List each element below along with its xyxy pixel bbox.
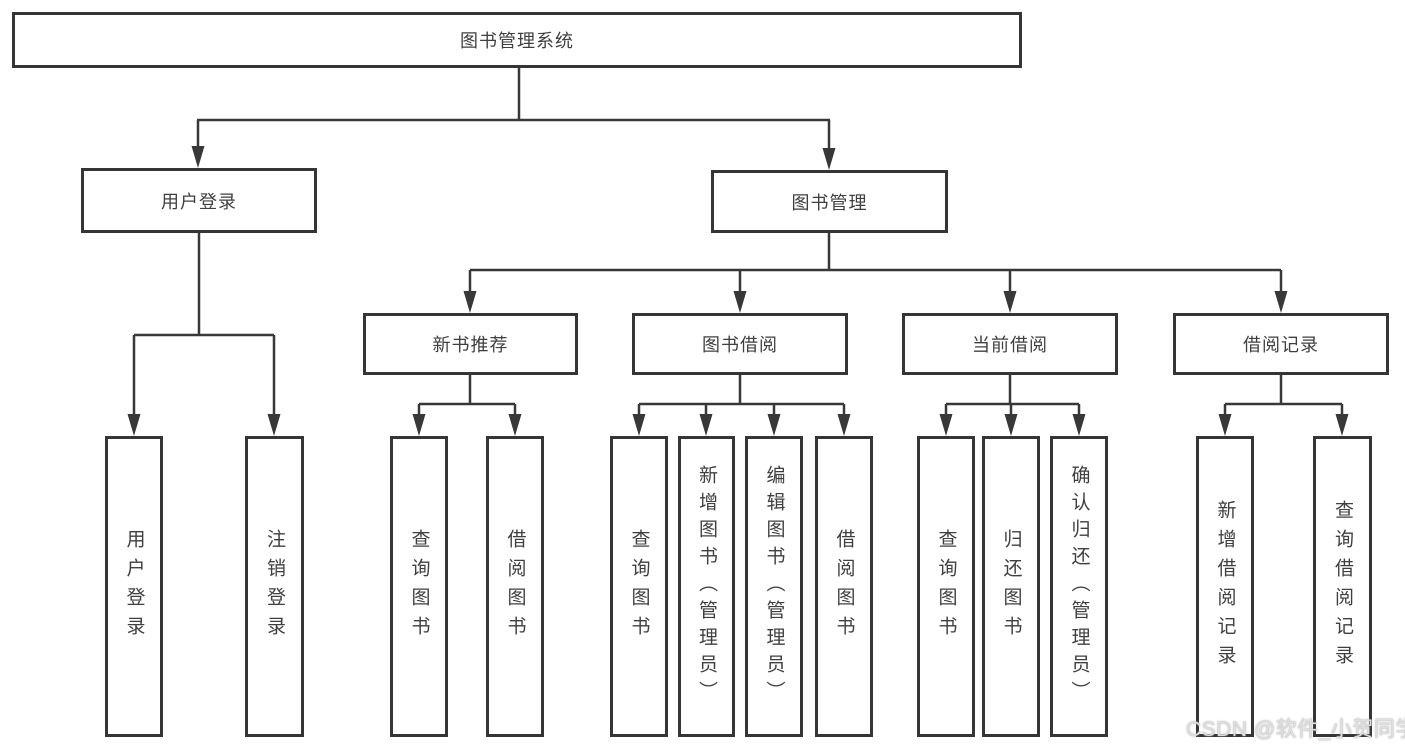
node-new-book-recommend-label: 新书推荐: [432, 335, 509, 355]
node-book-management-label: 图书管理: [791, 192, 868, 213]
node-library-system: 图书管理系统: [12, 12, 1022, 68]
leaf-return-book-label: 归还图书: [1000, 528, 1022, 645]
leaf-edit-book-admin: 编辑图书（管理员）: [745, 436, 803, 737]
leaf-add-borrow-record: 新增借阅记录: [1196, 436, 1254, 737]
node-current-borrow: 当前借阅: [902, 313, 1118, 375]
leaf-query-book-3-label: 查询图书: [935, 528, 957, 645]
node-user-login: 用户登录: [81, 168, 317, 233]
leaf-query-book-1-label: 查询图书: [408, 528, 430, 645]
leaf-add-book-admin: 新增图书（管理员）: [678, 436, 735, 737]
node-book-borrow: 图书借阅: [632, 313, 848, 375]
arrowheads: [127, 146, 1349, 436]
leaf-user-login: 用户登录: [105, 436, 163, 737]
leaf-query-borrow-record-label: 查询借阅记录: [1332, 499, 1353, 674]
leaf-logout: 注销登录: [245, 436, 304, 737]
leaf-query-borrow-record: 查询借阅记录: [1313, 436, 1372, 737]
leaf-borrow-book-2-label: 借阅图书: [833, 528, 855, 645]
leaf-add-borrow-record-label: 新增借阅记录: [1214, 499, 1236, 674]
node-library-system-label: 图书管理系统: [460, 31, 574, 51]
tree-edges: [132, 68, 1344, 420]
node-borrow-records-label: 借阅记录: [1243, 335, 1319, 355]
watermark: CSDN @软件_小贺同学: [1186, 718, 1405, 741]
leaf-query-book-2: 查询图书: [610, 436, 668, 737]
leaf-logout-label: 注销登录: [264, 528, 285, 645]
leaf-confirm-return-admin: 确认归还（管理员）: [1050, 436, 1108, 737]
node-book-management: 图书管理: [711, 170, 948, 233]
node-user-login-label: 用户登录: [161, 191, 237, 212]
node-borrow-records: 借阅记录: [1173, 313, 1389, 375]
leaf-query-book-3: 查询图书: [917, 436, 975, 737]
node-current-borrow-label: 当前借阅: [972, 335, 1048, 355]
leaf-borrow-book-1: 借阅图书: [486, 436, 544, 737]
node-new-book-recommend: 新书推荐: [363, 313, 578, 375]
leaf-borrow-book-1-label: 借阅图书: [504, 528, 526, 645]
leaf-return-book: 归还图书: [982, 436, 1040, 737]
leaf-add-book-admin-label: 新增图书（管理员）: [696, 465, 717, 708]
leaf-query-book-2-label: 查询图书: [628, 528, 650, 645]
node-book-borrow-label: 图书借阅: [702, 335, 778, 355]
leaf-edit-book-admin-label: 编辑图书（管理员）: [763, 465, 785, 708]
leaf-confirm-return-admin-label: 确认归还（管理员）: [1068, 465, 1090, 708]
leaf-borrow-book-2: 借阅图书: [815, 436, 873, 737]
leaf-user-login-label: 用户登录: [123, 528, 145, 645]
leaf-query-book-1: 查询图书: [390, 436, 448, 737]
